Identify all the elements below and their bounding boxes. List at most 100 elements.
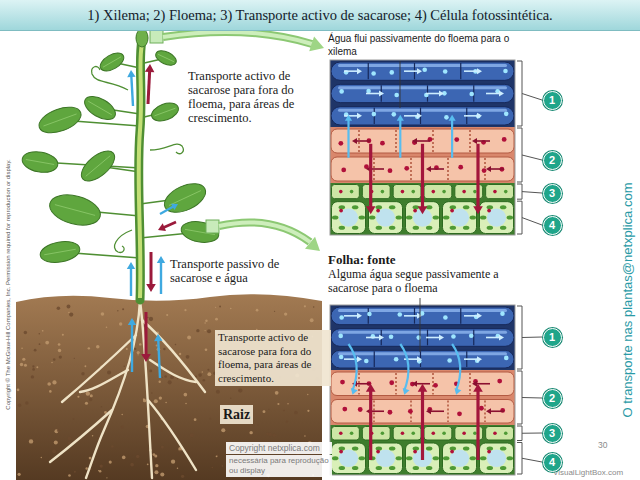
chloroplast — [352, 205, 358, 209]
soil-grain — [32, 368, 35, 371]
soil-grain — [101, 406, 103, 408]
zoom-marker — [206, 220, 219, 233]
chloroplast — [443, 216, 449, 220]
chloroplast — [433, 456, 439, 460]
soil-grain — [169, 435, 172, 438]
water-molecule — [469, 92, 474, 97]
tissue-panel: Água flui passivamente do floema para o … — [328, 32, 540, 235]
chloroplast — [426, 466, 432, 470]
chloroplast — [450, 446, 456, 450]
soil-grain — [161, 445, 164, 448]
soil-grain — [185, 403, 187, 405]
sucrose-molecule — [376, 450, 380, 454]
callout-number-text: 3 — [549, 427, 555, 439]
sucrose-molecule — [493, 190, 497, 194]
soil-grain — [109, 461, 112, 464]
soil-grain — [68, 474, 71, 477]
soil-grain — [230, 308, 232, 310]
sucrose-loading-arrow — [369, 390, 372, 460]
soil-grain — [205, 348, 208, 351]
sucrose-molecule — [502, 137, 507, 142]
sucrose-molecule — [462, 190, 466, 194]
soil-grain — [51, 362, 53, 364]
xylem-flow-arrow — [344, 115, 358, 117]
soil-grain — [249, 431, 252, 434]
water-to-phloem-arrow — [349, 344, 357, 391]
callout-number-text: 2 — [549, 154, 555, 166]
soil-grain — [153, 453, 156, 456]
leaf-vein — [169, 191, 201, 206]
companion-cell — [362, 427, 390, 441]
chloroplast — [450, 226, 456, 230]
chloroplast — [359, 456, 365, 460]
chloroplast — [470, 216, 476, 220]
sucrose-molecule — [404, 166, 409, 171]
xylem-flow-arrow — [404, 115, 418, 117]
chloroplast — [396, 456, 402, 460]
panel-outline — [330, 305, 515, 475]
water-molecule — [338, 334, 343, 339]
soil-grain — [69, 313, 73, 317]
sucrose-molecule — [433, 383, 438, 388]
annotation: Transporte passivo de sacarose e água — [170, 257, 320, 285]
soil-grain — [24, 331, 27, 334]
soil-grain — [85, 402, 88, 405]
vessel-wall — [473, 330, 474, 346]
chloroplast — [339, 205, 345, 209]
chloroplast — [376, 466, 382, 470]
soil-grain — [57, 306, 61, 310]
soil-grain — [32, 365, 34, 367]
soil-grain — [310, 318, 314, 322]
callout-leader — [522, 433, 542, 434]
chloroplast — [352, 226, 358, 230]
soil-grain — [39, 333, 41, 335]
water-arrow — [160, 262, 162, 294]
callout-bracket — [517, 306, 522, 369]
vessel-wall — [368, 63, 369, 79]
soil-grain — [158, 381, 160, 383]
phloem-flow-arrow — [356, 140, 370, 142]
chloroplast — [389, 205, 395, 209]
soil-grain — [256, 309, 259, 312]
companion-cell — [362, 185, 390, 199]
vacuole — [487, 450, 506, 467]
zoom-arrow-head — [309, 37, 324, 52]
zoom-arrow-core — [219, 222, 310, 242]
leaf-vein — [103, 57, 121, 67]
callout-number-text: 4 — [549, 456, 555, 468]
water-molecule — [364, 359, 369, 364]
chloroplast — [426, 446, 432, 450]
panel-outline — [330, 60, 515, 235]
soil-grain — [39, 343, 41, 345]
water-molecule — [372, 112, 377, 117]
leaf — [46, 190, 103, 231]
sieve-plate — [432, 130, 434, 152]
soil-grain — [96, 345, 100, 349]
soil-grain — [126, 348, 128, 350]
callout-number: 4 — [543, 216, 562, 235]
leader-line — [420, 298, 421, 352]
sucrose-molecule — [408, 409, 413, 414]
chloroplast — [389, 446, 395, 450]
xylem-flow-arrow-head — [357, 313, 362, 319]
sucrose-arrow — [145, 312, 148, 356]
soil-grain — [194, 418, 197, 421]
phloem-flow-arrow — [416, 383, 430, 385]
chloroplast — [339, 466, 345, 470]
soil-grain — [274, 311, 275, 312]
soil-grain — [90, 394, 93, 397]
soil-grain — [117, 310, 118, 311]
xylem-flow-arrow-head — [477, 113, 482, 119]
soil-grain — [122, 308, 124, 310]
water-arrow-head — [127, 70, 135, 77]
soil-grain — [202, 379, 205, 382]
vessel-highlight — [338, 64, 507, 67]
soil-grain — [73, 418, 75, 420]
xylem-vessel — [331, 84, 514, 102]
callout-number: 2 — [543, 389, 562, 408]
side-watermark: O transporte nas plantas@netxplica.com — [619, 182, 635, 417]
sucrose-unloading-arrow-head — [473, 206, 483, 214]
vessel-highlight — [338, 331, 507, 334]
chloroplast — [406, 456, 412, 460]
panel-heading: Água flui passivamente do floema para o … — [328, 32, 540, 58]
